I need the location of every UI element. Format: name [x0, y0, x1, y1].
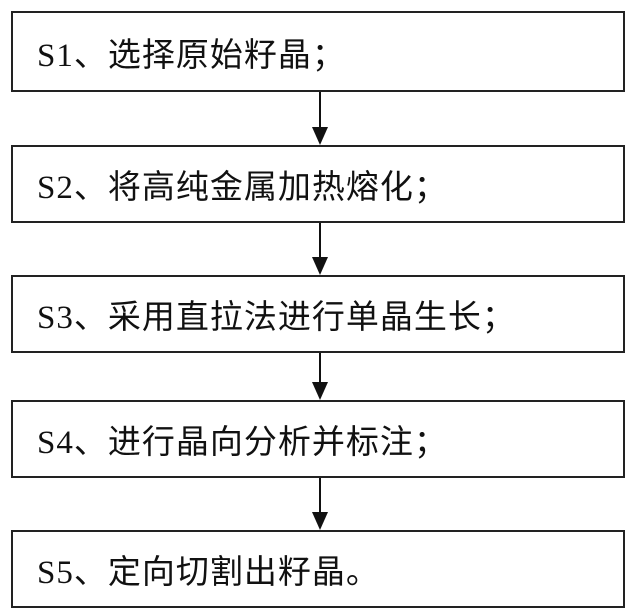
arrow-down-icon	[312, 353, 328, 400]
step-label: S2、将高纯金属加热熔化；	[37, 170, 448, 206]
step-label: S1、选择原始籽晶；	[37, 37, 346, 74]
arrow-down-icon	[312, 223, 328, 275]
step-box-s2: S2、将高纯金属加热熔化；	[11, 145, 625, 223]
step-label: S5、定向切割出籽晶。	[37, 555, 380, 591]
step-box-s5: S5、定向切割出籽晶。	[11, 530, 625, 608]
arrow-down-icon	[312, 92, 328, 145]
step-box-s1: S1、选择原始籽晶；	[11, 11, 625, 92]
arrow-down-icon	[312, 478, 328, 530]
step-label: S3、采用直拉法进行单晶生长；	[37, 300, 516, 336]
step-box-s4: S4、进行晶向分析并标注；	[11, 400, 625, 478]
step-label: S4、进行晶向分析并标注；	[37, 425, 448, 461]
step-box-s3: S3、采用直拉法进行单晶生长；	[11, 275, 625, 353]
